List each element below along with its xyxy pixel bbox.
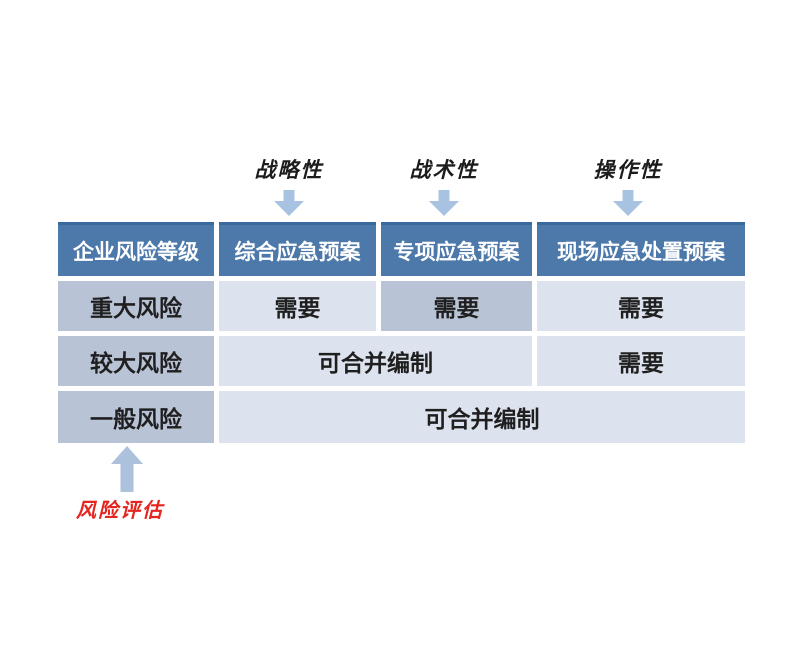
annotation-tactical-label: 战术性 — [409, 158, 479, 182]
annotation-strategic-label: 战略性 — [254, 158, 324, 182]
down-arrow-icon — [274, 190, 304, 217]
row-major-cell-comprehensive: 需要 — [219, 281, 376, 331]
row-major-cell-special: 需要 — [381, 281, 532, 331]
annotation-operational-label: 操作性 — [593, 158, 663, 182]
header-risk-level: 企业风险等级 — [58, 222, 214, 276]
row-general-cell-merged: 可合并编制 — [219, 391, 745, 443]
annotation-operational: 操作性 — [548, 158, 708, 217]
up-arrow-icon — [111, 446, 143, 492]
header-special-plan: 专项应急预案 — [381, 222, 532, 276]
header-onsite-plan: 现场应急处置预案 — [537, 222, 745, 276]
row-general-level: 一般风险 — [58, 391, 214, 443]
row-larger-cell-merged: 可合并编制 — [219, 336, 532, 386]
risk-plan-table: 企业风险等级 综合应急预案 专项应急预案 现场应急处置预案 重大风险 需要 需要… — [58, 222, 745, 443]
risk-assessment-label: 风险评估 — [76, 500, 164, 522]
annotation-tactical: 战术性 — [364, 158, 524, 217]
header-comprehensive-plan: 综合应急预案 — [219, 222, 376, 276]
row-major-level: 重大风险 — [58, 281, 214, 331]
row-larger-cell-onsite: 需要 — [537, 336, 745, 386]
annotation-strategic: 战略性 — [209, 158, 369, 217]
down-arrow-icon — [613, 190, 643, 217]
row-larger-level: 较大风险 — [58, 336, 214, 386]
down-arrow-icon — [429, 190, 459, 217]
row-major-cell-onsite: 需要 — [537, 281, 745, 331]
